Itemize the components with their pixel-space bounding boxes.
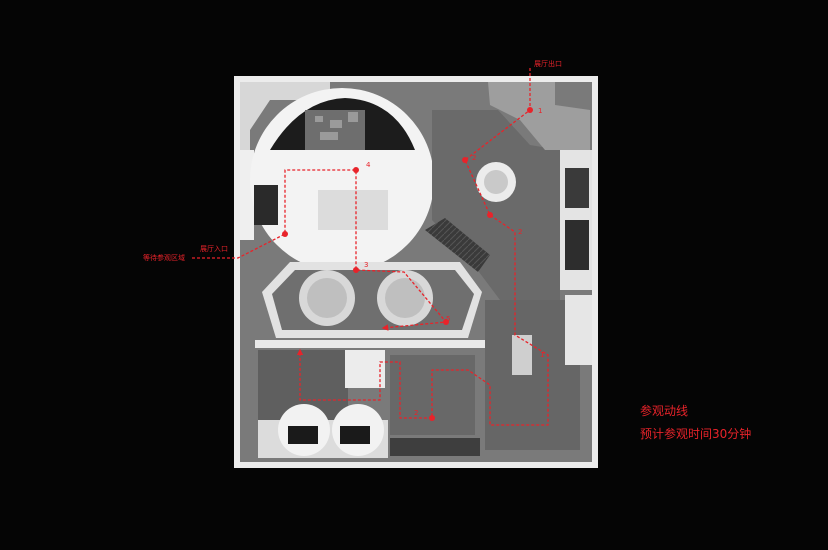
exhibit-wall-4 <box>318 190 388 230</box>
central-block <box>345 350 385 388</box>
exit-label: 展厅出口 <box>534 60 562 68</box>
route-point-1: 1 <box>538 107 543 115</box>
bottom-dark-strip <box>390 438 480 456</box>
route-markers <box>282 107 533 421</box>
route-point-3: 3 <box>364 261 369 269</box>
route-point-1b: 1 <box>540 351 545 359</box>
city-model <box>305 110 365 150</box>
legend-duration: 预计参观时间30分钟 <box>640 427 752 441</box>
entrance-label: 展厅入口 <box>200 245 228 253</box>
right-lower-wall <box>565 295 592 365</box>
dome-right-inner <box>385 278 425 318</box>
waiting-area-label: 等待参观区域 <box>143 254 185 262</box>
entry-corridor <box>488 82 590 150</box>
screen-left <box>288 426 318 444</box>
round-pedestal-inner <box>484 170 508 194</box>
route-point-4: 4 <box>366 161 371 169</box>
display-table <box>512 335 532 375</box>
dark-panel <box>254 185 278 225</box>
legend-title: 参观动线 <box>640 404 689 418</box>
route-point-2b: 2 <box>518 228 523 236</box>
dome-left-inner <box>307 278 347 318</box>
right-panel-dark-2 <box>565 168 589 208</box>
screen-right <box>340 426 370 444</box>
route-point-2: 2 <box>472 154 477 162</box>
route-point-2c: 2 <box>414 409 419 417</box>
lower-divider <box>255 340 485 348</box>
route-point-5: 5 <box>446 315 451 323</box>
visit-route <box>192 68 549 426</box>
screen-wall <box>425 218 490 272</box>
right-panel-dark <box>565 220 589 270</box>
